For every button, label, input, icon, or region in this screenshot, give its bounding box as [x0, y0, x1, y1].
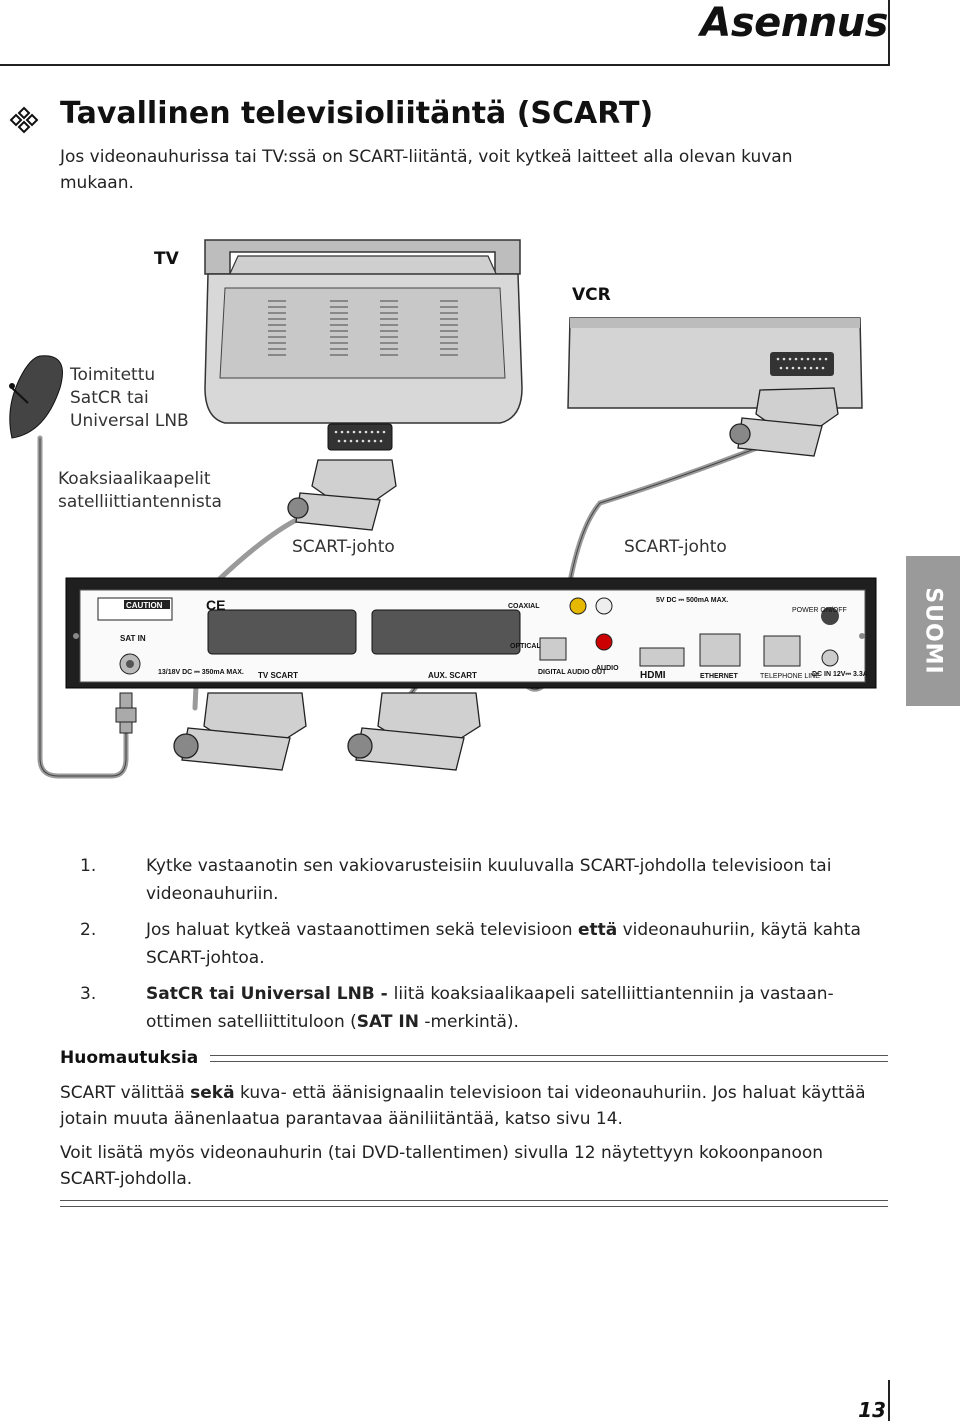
panel-ce: CE [206, 597, 225, 613]
panel-hdmi: HDMI [640, 670, 666, 681]
panel-sat-in: SAT IN [120, 634, 146, 643]
notes-divider-2 [210, 1061, 888, 1062]
tv-illustration [204, 239, 523, 451]
panel-dc-in: DC IN 12V⎓ 3.3A [812, 671, 868, 678]
step-number: 3. [80, 984, 97, 1004]
step-text: videonauhuriin, käytä kahta SCART-johtoa… [146, 920, 861, 968]
panel-telephone: TELEPHONE LINE [760, 673, 820, 680]
scart-plug-tv [287, 459, 397, 531]
notes-title: Huomautuksia [60, 1048, 199, 1068]
lnb-label-line2: SatCR tai [70, 388, 149, 408]
scart-plug-vcr [729, 387, 839, 457]
step-text: liitä koaksiaalikaapeli satelliittianten… [146, 984, 834, 1032]
notes-divider [210, 1055, 888, 1056]
panel-usb-power: 5V DC ⎓ 500mA MAX. [656, 597, 728, 604]
step-number: 2. [80, 920, 97, 940]
step-item: 2. Jos haluat kytkeä vastaanottimen sekä … [60, 916, 900, 972]
panel-aux-scart: AUX. SCART [428, 671, 477, 680]
lnb-label-line3: Universal LNB [70, 411, 189, 431]
scart-plug-receiver-aux [347, 692, 481, 771]
panel-digital-audio-out: DIGITAL AUDIO OUT [538, 669, 607, 676]
step-text: että [577, 920, 618, 940]
vcr-illustration [567, 317, 863, 409]
panel-audio: AUDIO [596, 665, 619, 672]
note-1-text-c: kuva- että äänisignaalin televisioon tai… [60, 1083, 866, 1129]
note-paragraph-1: SCART välittää sekä kuva- että äänisigna… [60, 1080, 880, 1132]
step-text: Kytke vastaanotin sen vakiovarusteisiin … [146, 856, 832, 904]
receiver-back-panel [65, 577, 877, 689]
step-text: SatCR tai Universal LNB - [146, 984, 394, 1004]
header-divider [0, 64, 890, 66]
scart-plug-receiver-tv [173, 692, 307, 771]
panel-optical: OPTICAL [510, 643, 541, 650]
coax-label-line1: Koaksiaalikaapelit [58, 469, 211, 489]
header-divider-vertical [888, 0, 890, 64]
steps-list: 1. Kytke vastaanotin sen vakiovarusteisii… [60, 852, 900, 1044]
notes-body: SCART välittää sekä kuva- että äänisigna… [60, 1080, 880, 1200]
note-1-text-a: SCART välittää [60, 1083, 191, 1103]
intro-text: Jos videonauhurissa tai TV:ssä on SCART-… [60, 147, 793, 193]
coax-label-line2: satelliittiantennista [58, 492, 222, 512]
language-tab: SUOMI [906, 556, 960, 706]
connection-diagram: CAUTION SAT IN 13/18V DC ⎓ 350mA MAX. TV… [0, 238, 906, 818]
scart-cable-label-left: SCART-johto [292, 537, 395, 557]
panel-ethernet: ETHERNET [700, 673, 738, 680]
step-text: SAT IN [356, 1012, 419, 1032]
step-item: 1. Kytke vastaanotin sen vakiovarusteisii… [60, 852, 900, 908]
step-number: 1. [80, 856, 97, 876]
step-item: 3. SatCR tai Universal LNB - liitä koaksi… [60, 980, 900, 1036]
chapter-title: Asennus [700, 0, 888, 46]
panel-caution: CAUTION [126, 601, 163, 610]
coax-connector [115, 692, 137, 734]
panel-coaxial: COAXIAL [508, 603, 540, 610]
panel-tv-scart: TV SCART [258, 671, 298, 680]
notes-end-divider-2 [60, 1206, 888, 1207]
tv-label: TV [154, 249, 179, 269]
vcr-label: VCR [572, 285, 611, 305]
panel-sat-power: 13/18V DC ⎓ 350mA MAX. [158, 669, 244, 676]
step-text: -merkintä). [418, 1012, 519, 1032]
page-number: 13 [858, 1398, 886, 1422]
footer-divider-vertical [888, 1380, 890, 1421]
note-1-text-bold: sekä [190, 1083, 235, 1103]
language-tab-label: SUOMI [920, 587, 946, 675]
step-text: Jos haluat kytkeä vastaanottimen sekä te… [146, 920, 578, 940]
section-title: Tavallinen televisioliitäntä (SCART) [60, 96, 654, 131]
diamond-bullet-icon [9, 106, 39, 134]
connection-diagram-graphic: CAUTION SAT IN 13/18V DC ⎓ 350mA MAX. TV… [9, 239, 877, 779]
satellite-dish-illustration [9, 355, 63, 439]
notes-end-divider [60, 1200, 888, 1201]
lnb-label-line1: Toimitettu [70, 365, 156, 385]
note-paragraph-2: Voit lisätä myös videonauhurin (tai DVD-… [60, 1143, 824, 1189]
panel-power: POWER ON/OFF [792, 607, 847, 614]
scart-cable-label-right: SCART-johto [624, 537, 727, 557]
